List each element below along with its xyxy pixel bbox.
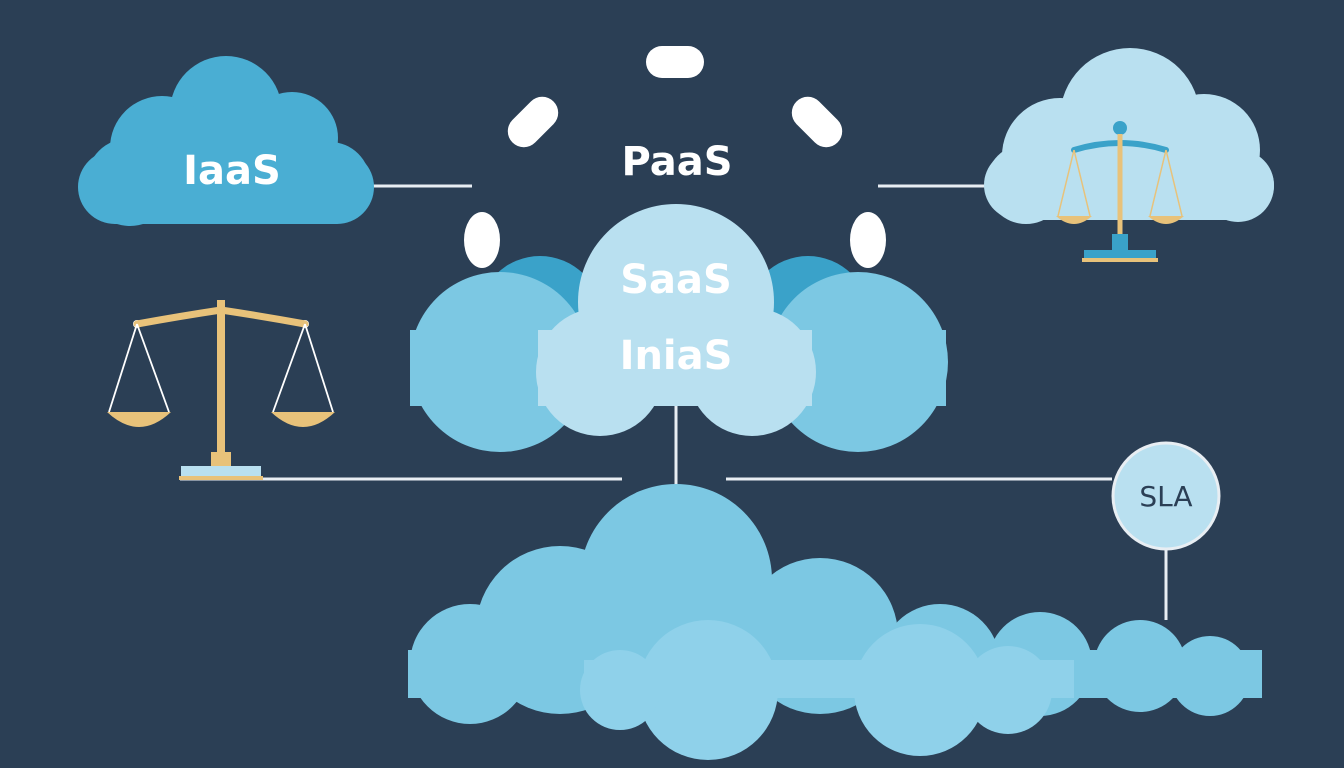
paas-ring-pill — [507, 96, 559, 148]
saas-label: SaaS — [620, 257, 732, 303]
balance-scale-icon — [107, 300, 335, 480]
paas-ring-pill — [791, 96, 843, 148]
sla-node — [1111, 441, 1221, 551]
paas-ring-pill — [464, 212, 500, 268]
sla-label: SLA — [1139, 480, 1192, 513]
right-cloud — [984, 48, 1274, 224]
paas-ring-pill — [850, 212, 886, 268]
paas-ring-pill — [646, 46, 704, 78]
paas-ring-markers — [464, 46, 886, 268]
balance-scale-icon — [1056, 121, 1184, 262]
iaas-cloud — [78, 56, 374, 226]
inias-label: IniaS — [620, 333, 733, 379]
center-cloud-cluster — [410, 204, 948, 452]
paas-label: PaaS — [621, 139, 732, 185]
iaas-label: IaaS — [183, 148, 281, 194]
bottom-cloud-cluster — [408, 484, 1262, 760]
